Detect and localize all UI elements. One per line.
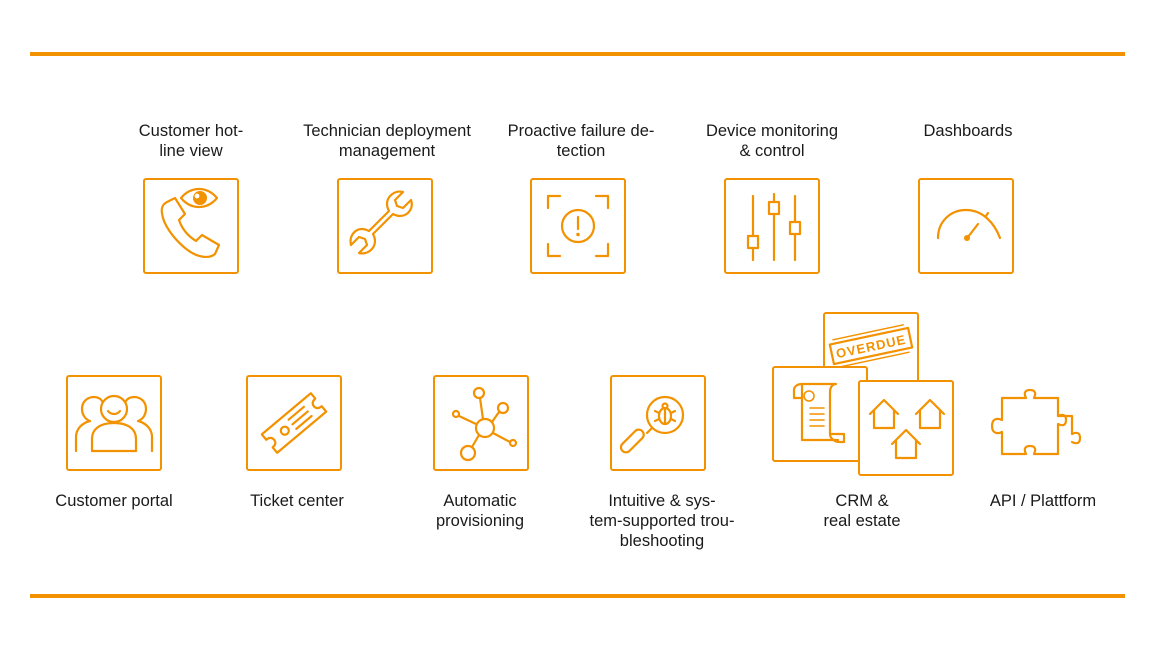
- sliders-icon: [746, 192, 802, 262]
- label-customer-hotline-view: Customer hot- line view: [138, 122, 244, 160]
- bottom-divider: [30, 594, 1125, 598]
- wrench-icon: [349, 190, 413, 255]
- puzzle-icon: [990, 388, 1082, 456]
- label-customer-portal: Customer portal: [55, 492, 173, 510]
- gauge-icon: [936, 208, 1002, 241]
- tile-crm-invoice-card: [772, 366, 868, 462]
- tile-technician-deployment: [337, 178, 433, 274]
- tile-troubleshooting: [610, 375, 706, 471]
- tile-device-monitoring: [724, 178, 820, 274]
- label-proactive-failure-detection: Proactive failure de- tection: [507, 122, 655, 160]
- bug-search-icon: [619, 395, 685, 454]
- users-icon: [74, 394, 154, 453]
- tile-ticket-center: [246, 375, 342, 471]
- label-technician-deployment: Technician deployment management: [303, 122, 471, 160]
- network-icon: [451, 386, 518, 462]
- top-divider: [30, 52, 1125, 56]
- label-api-platform: API / Plattform: [989, 492, 1097, 510]
- label-crm-real-estate: CRM & real estate: [823, 492, 901, 530]
- tile-crm-houses-card: [858, 380, 954, 476]
- tile-proactive-failure-detection: [530, 178, 626, 274]
- alert-focus-icon: [546, 194, 610, 258]
- label-dashboards: Dashboards: [923, 122, 1013, 140]
- tile-customer-hotline-view: [143, 178, 239, 274]
- label-device-monitoring: Device monitoring & control: [705, 122, 839, 160]
- invoice-scroll-icon: [792, 382, 846, 444]
- label-troubleshooting: Intuitive & sys- tem-supported trou- ble…: [589, 492, 735, 550]
- label-ticket-center: Ticket center: [250, 492, 344, 510]
- ticket-icon: [260, 392, 328, 454]
- tile-automatic-provisioning: [433, 375, 529, 471]
- tile-dashboards: [918, 178, 1014, 274]
- tile-customer-portal: [66, 375, 162, 471]
- label-automatic-provisioning: Automatic provisioning: [435, 492, 525, 530]
- overdue-stamp-icon: OVERDUE: [828, 324, 914, 368]
- phone-eye-icon: [160, 187, 221, 259]
- houses-icon: [868, 398, 946, 460]
